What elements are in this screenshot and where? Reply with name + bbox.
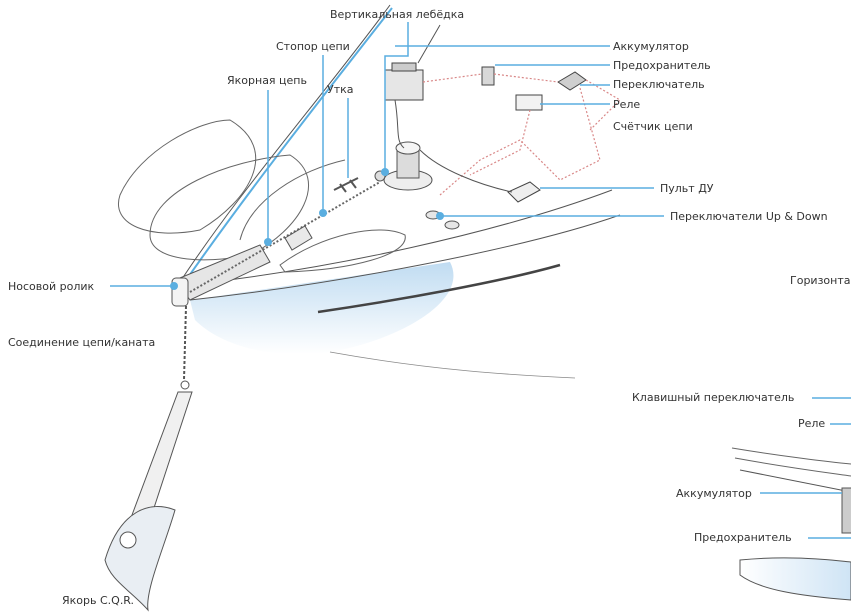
label-battery-2: Аккумулятор xyxy=(676,487,752,500)
battery-top xyxy=(392,63,416,71)
battery-box xyxy=(385,70,423,100)
label-horizontal-partial: Горизонта xyxy=(790,274,851,287)
second-hull-shade xyxy=(740,558,851,600)
second-battery xyxy=(842,488,851,533)
label-battery: Аккумулятор xyxy=(613,40,689,53)
down-switch xyxy=(445,221,459,229)
label-switch: Переключатель xyxy=(613,78,705,91)
label-chain-rope-joint: Соединение цепи/каната xyxy=(8,336,155,349)
label-chain-counter: Счётчик цепи xyxy=(613,120,693,133)
label-remote: Пульт ДУ xyxy=(660,182,714,195)
waterline xyxy=(330,352,575,378)
label-rocker-switch: Клавишный переключатель xyxy=(632,391,794,404)
wiring xyxy=(423,74,620,195)
label-anchor: Якорь C.Q.R. xyxy=(62,594,134,607)
label-relay: Реле xyxy=(613,98,640,111)
label-fuse-2: Предохранитель xyxy=(694,531,792,544)
remote-cable xyxy=(420,150,512,192)
relay-box xyxy=(516,95,542,110)
label-fuse: Предохранитель xyxy=(613,59,711,72)
anchor-shank xyxy=(132,392,192,520)
anchor-chain-on-deck xyxy=(190,182,380,292)
label-vertical-windlass: Вертикальная лебёдка xyxy=(330,8,464,21)
fuse-box xyxy=(482,67,494,85)
anchor-pivot xyxy=(120,532,136,548)
label-chain-stopper: Стопор цепи xyxy=(276,40,350,53)
cleat xyxy=(334,178,358,192)
pulpit-rail xyxy=(118,120,255,233)
label-up-down-switches: Переключатели Up & Down xyxy=(670,210,828,223)
pulpit-rail-3 xyxy=(240,160,345,240)
windlass-cap xyxy=(396,142,420,154)
chain-shackle xyxy=(181,381,189,389)
chain-stopper xyxy=(285,226,312,250)
label-relay-2: Реле xyxy=(798,417,825,430)
chain-hanging xyxy=(184,306,186,380)
switch-unit xyxy=(558,72,586,90)
label-anchor-chain: Якорная цепь xyxy=(227,74,307,87)
label-cleat: Утка xyxy=(327,83,354,96)
label-bow-roller: Носовой ролик xyxy=(8,280,94,293)
remote-control xyxy=(508,182,540,202)
